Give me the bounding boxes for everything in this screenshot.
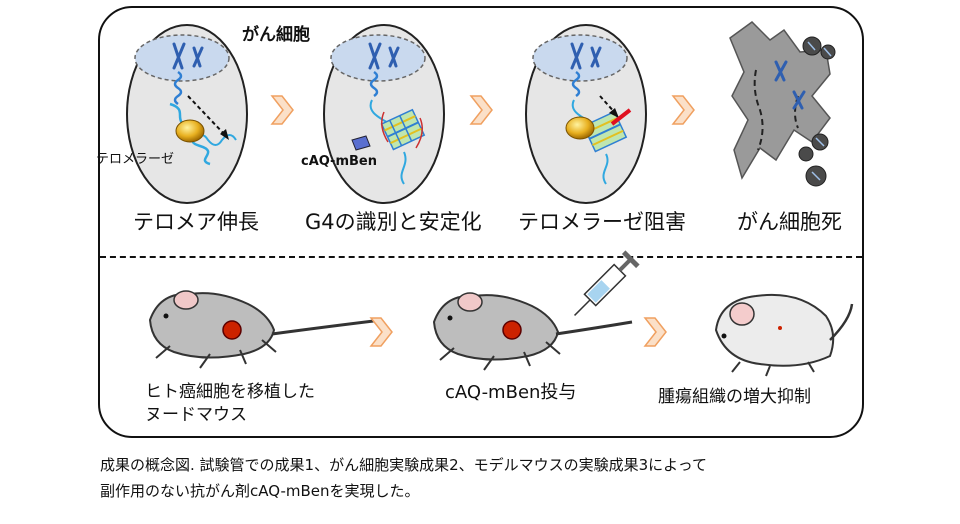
chromosome [172,42,204,70]
compound-label: cAQ-mBen [301,154,377,169]
arrow-right-icon [671,95,695,125]
cell-g4-stabilization [323,24,445,204]
step-tumor-suppression: 腫瘍組織の増大抑制 [658,387,811,407]
nude-mouse-with-tumor [148,290,383,369]
inhibition-bar [610,108,632,126]
arrow-right-icon [643,317,667,347]
arrow-right-icon [270,95,294,125]
g-quadruplex [380,108,426,151]
treated-mouse [432,250,640,371]
stage-cell-death: がん細胞死 [737,210,842,234]
telomerase-enzyme [175,119,205,143]
arrow-right-icon [469,95,493,125]
cancer-cell-label: がん細胞 [242,25,310,45]
telomerase-label: テロメラーゼ [96,152,175,167]
diagram-frame [98,6,864,438]
step-administration: cAQ-mBen投与 [445,382,577,403]
syringe-icon [574,250,640,316]
compound-molecule [351,135,371,151]
caption-line1: 成果の概念図. 試験管での成果1、がん細胞実験成果2、モデルマウスの実験成果3に… [100,456,707,474]
arrow-right-icon [369,317,393,347]
recovered-mouse [714,293,854,377]
stage-telomere-elongation: テロメア伸長 [133,210,259,234]
nucleus [134,34,230,82]
cell-telomere-elongation [126,24,248,204]
cell-telomerase-inhibition [525,24,647,204]
stage-g4-stabilization: G4の識別と安定化 [305,210,482,234]
caption-line2: 副作用のない抗がん剤cAQ-mBenを実現した。 [100,482,420,500]
dying-cancer-cell [729,21,836,187]
stage-telomerase-inhibition: テロメラーゼ阻害 [518,210,686,234]
step-transplant-line2: ヌードマウス [145,405,247,425]
tumor [222,320,242,340]
step-transplant-line1: ヒト癌細胞を移植した [145,382,315,402]
panel-divider [100,256,862,258]
